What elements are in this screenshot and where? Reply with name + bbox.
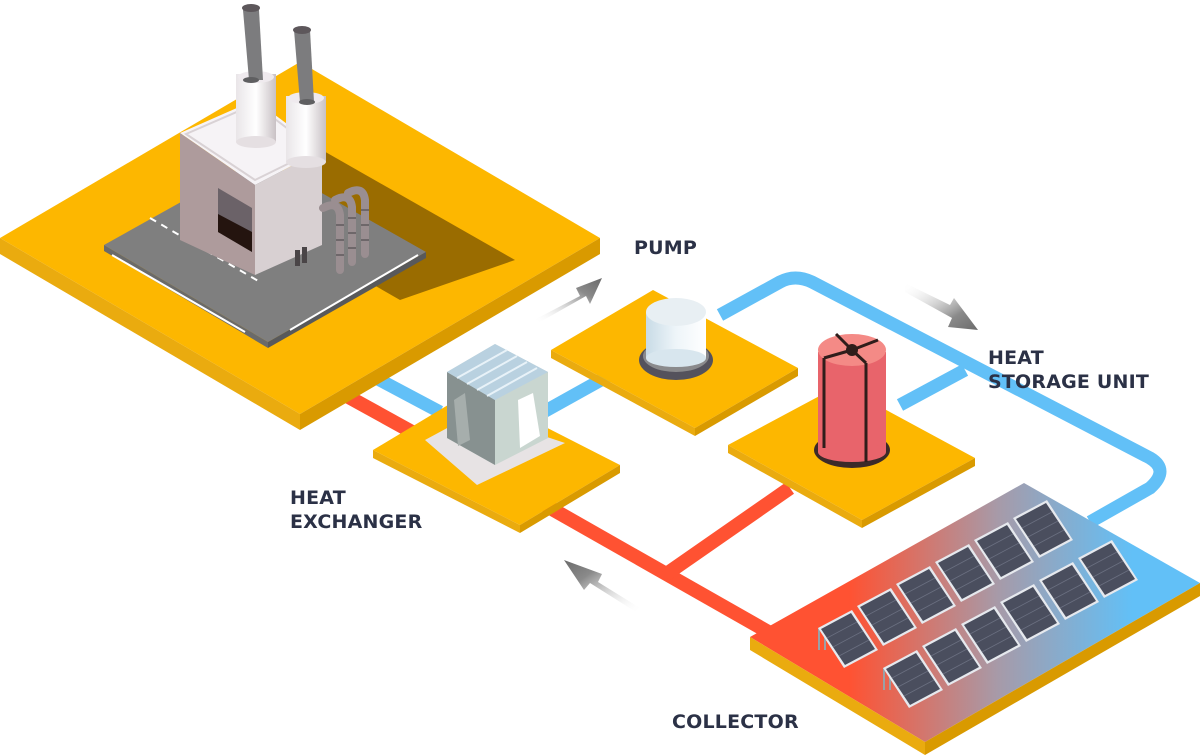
flow-arrow-up-left — [564, 560, 640, 612]
heat-exchanger-label: HEAT EXCHANGER — [290, 486, 422, 534]
flow-arrow-up-right — [534, 278, 602, 322]
solar-panel — [935, 544, 995, 602]
solar-panel — [1078, 540, 1138, 598]
collector-label-text: COLLECTOR — [672, 711, 799, 733]
solar-panel — [857, 588, 917, 646]
solar-panel — [922, 628, 982, 686]
solar-panel-array — [818, 500, 1138, 708]
solar-panel — [1000, 584, 1060, 642]
solar-panel — [974, 522, 1034, 580]
heat-storage-unit-label-line1: HEAT — [988, 347, 1044, 369]
factory-pipes — [319, 186, 369, 274]
factory-chimneys — [236, 4, 326, 168]
solar-panel — [818, 610, 878, 668]
pump-label: PUMP — [634, 236, 697, 260]
hot-pipe — [341, 388, 804, 657]
pump-label-text: PUMP — [634, 237, 697, 259]
heat-exchanger-label-line1: HEAT — [290, 487, 346, 509]
solar-panel — [896, 566, 956, 624]
solar-panel — [961, 606, 1021, 664]
flow-arrow-down-right — [905, 283, 978, 330]
collector-platform — [750, 483, 1200, 755]
heat-storage-unit-label-line2: STORAGE UNIT — [988, 371, 1150, 393]
pump — [639, 298, 713, 380]
solar-panel — [1039, 562, 1099, 620]
solar-panel — [1013, 500, 1073, 558]
heat-exchanger — [425, 344, 565, 485]
solar-panel — [883, 650, 943, 708]
heat-storage-tank — [814, 332, 890, 468]
heat-exchanger-label-line2: EXCHANGER — [290, 511, 423, 533]
heat-storage-unit-label: HEAT STORAGE UNIT — [988, 346, 1149, 394]
collector-label: COLLECTOR — [672, 710, 799, 734]
